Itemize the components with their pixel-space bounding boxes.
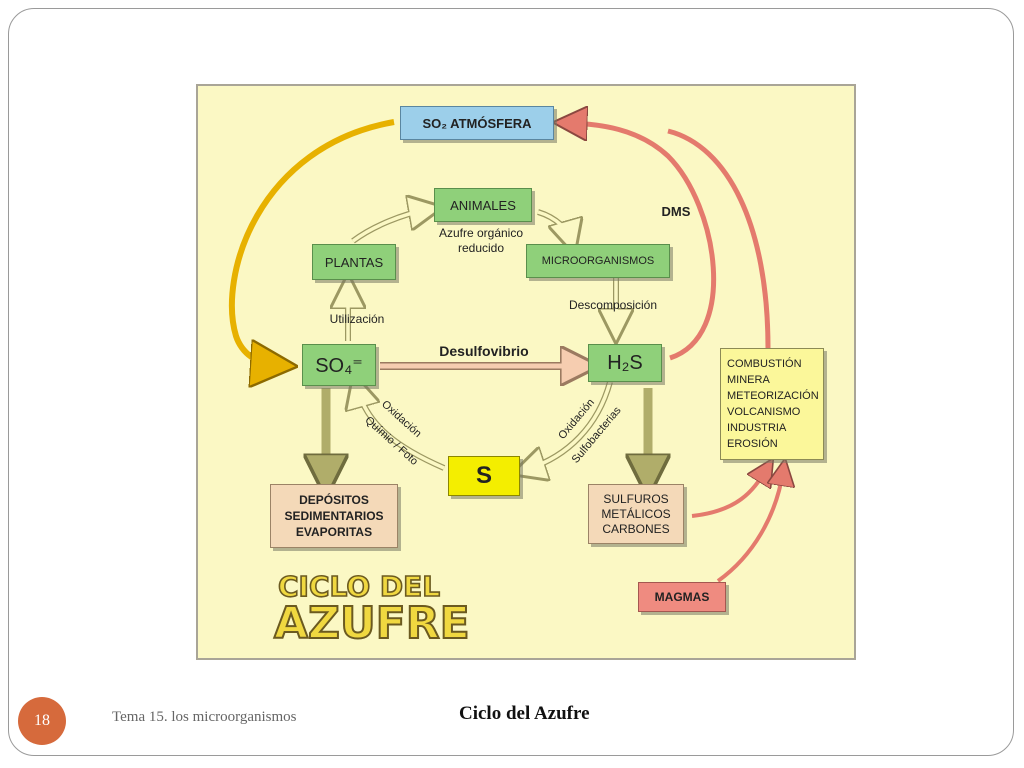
node-microorganismos: MICROORGANISMOS bbox=[526, 244, 670, 278]
slide-number-badge: 18 bbox=[18, 697, 66, 745]
sulfuros-line: METÁLICOS bbox=[601, 506, 671, 521]
fuentes-line: COMBUSTIÓN bbox=[727, 358, 802, 370]
depositos-line: EVAPORITAS bbox=[295, 525, 373, 539]
diagram-arrows: CICLO DEL AZUFRE bbox=[228, 86, 854, 650]
fuentes-line: INDUSTRIA bbox=[727, 422, 787, 434]
node-h2s: H₂S bbox=[588, 344, 662, 382]
depositos-line: DEPÓSITOS bbox=[299, 493, 369, 507]
title-line-1: CICLO DEL bbox=[278, 570, 440, 603]
arrow-h2s-to-so2 bbox=[570, 123, 717, 361]
fuentes-line: EROSIÓN bbox=[727, 438, 778, 450]
azufre-organico-line: Azufre orgánico bbox=[438, 226, 524, 240]
node-animales: ANIMALES bbox=[434, 188, 532, 222]
node-plantas: PLANTAS bbox=[312, 244, 396, 280]
label-descomposicion: Descomposición bbox=[568, 298, 658, 312]
arrow-sources-to-so2 bbox=[667, 128, 771, 349]
node-so4: SO₄⁼ bbox=[302, 344, 376, 386]
node-s: S bbox=[448, 456, 520, 496]
sulfur-cycle-diagram: CICLO DEL AZUFRE SO₂ ATMÓSFERA ANIMALES … bbox=[196, 84, 856, 660]
fuentes-line: METEORIZACIÓN bbox=[727, 390, 819, 402]
depositos-line: SEDIMENTARIOS bbox=[284, 509, 384, 523]
slide-title: Ciclo del Azufre bbox=[459, 703, 590, 724]
label-azufre-organico: Azufre orgánico reducido bbox=[426, 226, 536, 256]
node-sulfuros: SULFUROS METÁLICOS CARBONES bbox=[588, 484, 684, 544]
fuentes-line: VOLCANISMO bbox=[727, 406, 801, 418]
arrow-so2-to-so4 bbox=[228, 119, 395, 365]
node-magmas: MAGMAS bbox=[638, 582, 726, 612]
azufre-organico-line: reducido bbox=[457, 241, 505, 255]
sulfuros-line: SULFUROS bbox=[603, 491, 669, 506]
node-depositos: DEPÓSITOS SEDIMENTARIOS EVAPORITAS bbox=[270, 484, 398, 548]
footer-topic: Tema 15. los microorganismos bbox=[112, 709, 297, 725]
sulfuros-line: CARBONES bbox=[602, 521, 670, 536]
arrow-plantas-to-animales bbox=[351, 210, 426, 244]
label-utilizacion: Utilización bbox=[329, 312, 385, 326]
arrow-sulfuros-to-sources bbox=[691, 470, 766, 518]
title-line-2: AZUFRE bbox=[274, 598, 470, 649]
fuentes-line: MINERA bbox=[727, 374, 770, 386]
label-desulfovibrio: Desulfovibrio bbox=[439, 343, 529, 359]
arrow-animales-to-microorganismos bbox=[537, 209, 570, 238]
arrow-magmas-to-sources bbox=[716, 472, 783, 583]
node-so2-atmosfera: SO₂ ATMÓSFERA bbox=[400, 106, 554, 140]
node-fuentes: COMBUSTIÓN MINERA METEORIZACIÓN VOLCANIS… bbox=[720, 348, 824, 460]
label-dms: DMS bbox=[661, 204, 691, 219]
